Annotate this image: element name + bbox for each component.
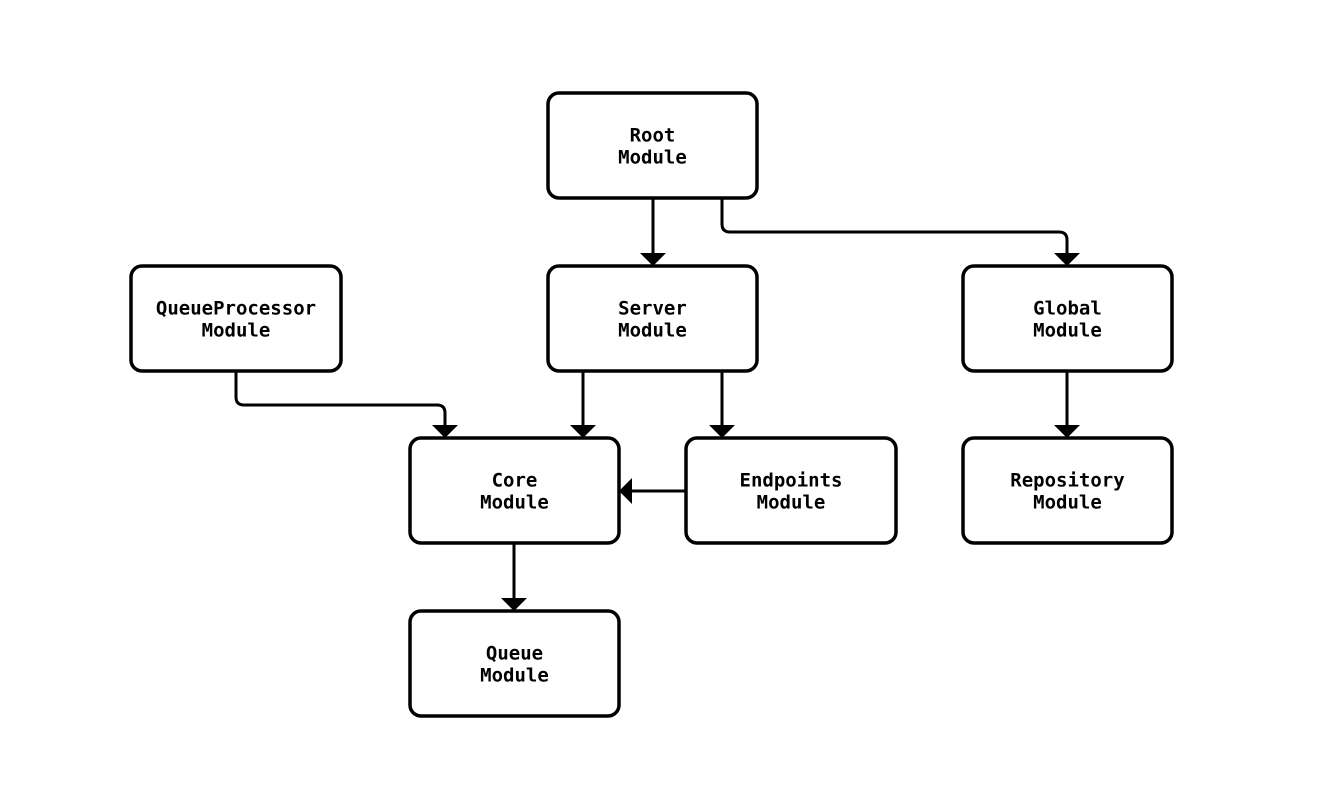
node-queue-box bbox=[408, 609, 621, 718]
edge-queueprocessor-to-core bbox=[234, 371, 458, 438]
node-root-box bbox=[546, 91, 759, 200]
edges-layer bbox=[234, 198, 1080, 611]
node-repository-box bbox=[961, 436, 1174, 545]
node-server-box bbox=[546, 264, 759, 373]
node-queueprocessor-box bbox=[129, 264, 343, 373]
node-core-box bbox=[408, 436, 621, 545]
node-endpoints-box bbox=[684, 436, 898, 545]
node-global-box bbox=[961, 264, 1174, 373]
edge-root-to-global bbox=[720, 198, 1080, 266]
